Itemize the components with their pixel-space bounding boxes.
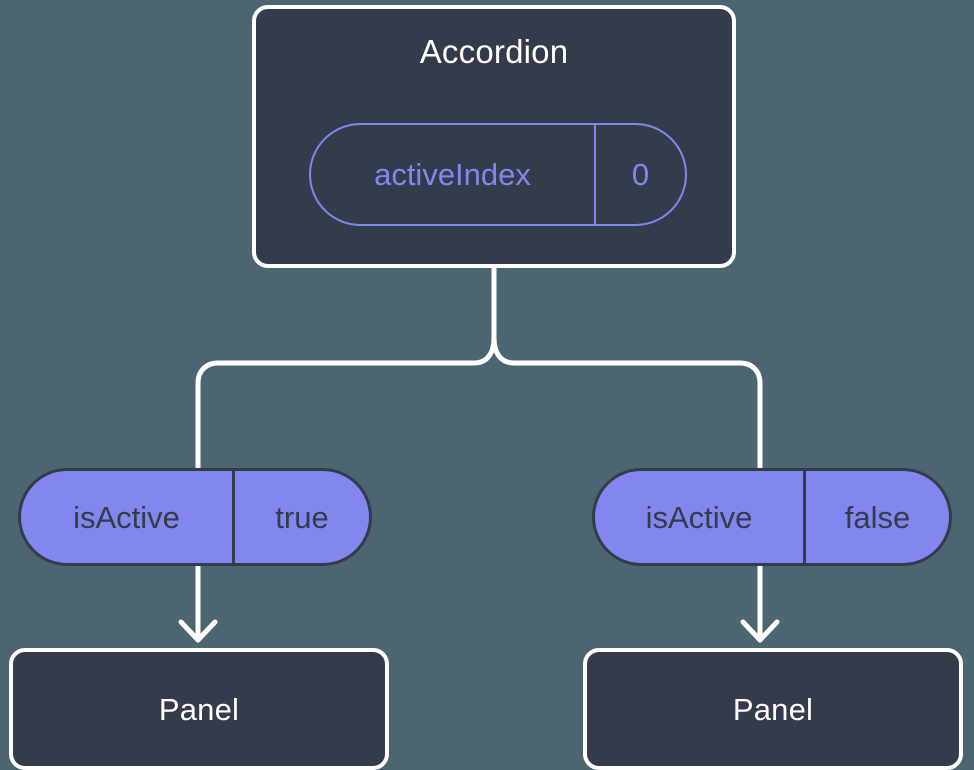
fork-connector bbox=[491, 265, 763, 471]
panel-component-card-left[interactable]: Panel bbox=[9, 648, 389, 770]
fork-connector-left bbox=[195, 335, 497, 471]
prop-pill-is-active-false[interactable]: isActive false bbox=[592, 468, 952, 566]
prop-pill-value: true bbox=[275, 499, 329, 535]
accordion-component-card[interactable]: Accordion activeIndex 0 bbox=[252, 5, 736, 268]
state-pill-key: activeIndex bbox=[311, 125, 596, 224]
prop-pill-value: false bbox=[844, 499, 911, 535]
arrow-right-head bbox=[740, 619, 780, 643]
state-pill-value: 0 bbox=[631, 157, 650, 192]
panel-title: Panel bbox=[158, 691, 240, 727]
panel-title: Panel bbox=[732, 691, 814, 727]
prop-pill-key: isActive bbox=[21, 471, 235, 563]
prop-pill-key: isActive bbox=[595, 471, 806, 563]
prop-pill-is-active-true[interactable]: isActive true bbox=[18, 468, 372, 566]
panel-component-card-right[interactable]: Panel bbox=[583, 648, 963, 770]
state-pill-active-index[interactable]: activeIndex 0 bbox=[309, 123, 687, 226]
accordion-title: Accordion bbox=[419, 33, 569, 70]
arrow-left-head bbox=[178, 619, 218, 643]
